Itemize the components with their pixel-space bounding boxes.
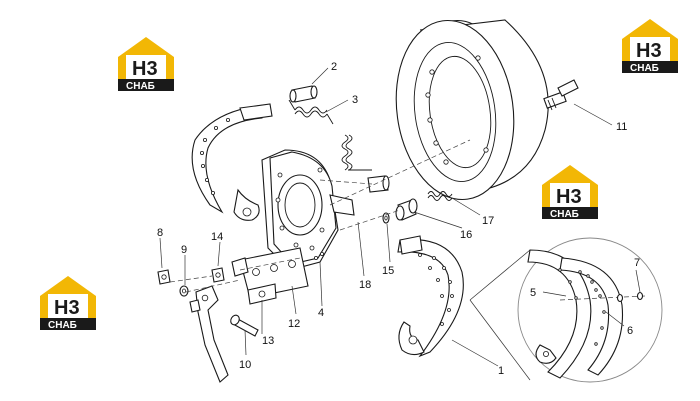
callout-4: 4 (318, 307, 324, 319)
callout-8: 8 (157, 227, 163, 239)
shoe-lining-rivets (199, 118, 230, 195)
lower-shoe-rivets (418, 253, 454, 326)
callout-16: 16 (460, 229, 472, 241)
callout-10: 10 (239, 359, 251, 371)
wheel-stud (543, 79, 579, 111)
logo-mark: H3 (54, 297, 80, 319)
callout-2: 2 (331, 61, 337, 73)
lower-brake-shoe (397, 235, 464, 358)
logo-mark: H3 (132, 58, 158, 80)
callout-labels: 2 3 11 8 9 14 10 13 12 4 18 15 16 17 1 5… (157, 61, 640, 377)
washer-9 (179, 285, 189, 297)
callout-18: 18 (359, 279, 371, 291)
callout-13: 13 (262, 335, 274, 347)
callout-1: 1 (498, 365, 504, 377)
watermark-logo-top-left: H3 СНАБ (118, 37, 174, 92)
callout-11: 11 (616, 121, 627, 133)
leader-lines (159, 67, 641, 367)
inset-rivets (558, 268, 606, 346)
callout-15: 15 (382, 265, 394, 277)
callout-5: 5 (530, 287, 536, 299)
hold-down-spring (341, 134, 372, 171)
watermark-logo-top-right: H3 СНАБ (622, 19, 678, 74)
callout-17: 17 (482, 215, 494, 227)
upper-brake-shoe (191, 103, 273, 221)
bushing-16 (395, 198, 418, 221)
watermark-logo-bottom-left: H3 СНАБ (40, 276, 96, 331)
assembly-axes (169, 139, 471, 293)
logo-mark: H3 (556, 186, 582, 208)
anchor-bracket (231, 247, 309, 305)
callout-3: 3 (352, 94, 358, 106)
parking-lever (189, 285, 229, 383)
drum-bolt-holes (425, 55, 489, 165)
backing-plate (261, 149, 355, 271)
bolt-13 (230, 314, 259, 337)
brake-drum (395, 19, 549, 201)
callout-9: 9 (181, 244, 187, 256)
nut-8 (157, 269, 171, 285)
logo-caption: СНАБ (48, 320, 77, 331)
washer-15 (382, 212, 390, 224)
logo-caption: СНАБ (126, 81, 155, 92)
return-spring (288, 99, 334, 125)
nut-14 (211, 267, 225, 283)
logo-mark: H3 (636, 40, 662, 62)
spring-17 (427, 191, 453, 201)
logo-caption: СНАБ (630, 63, 659, 74)
callout-12: 12 (288, 318, 300, 330)
logo-caption: СНАБ (550, 209, 579, 220)
callout-6: 6 (627, 325, 633, 337)
detail-inset (469, 237, 663, 383)
adjuster-pin (289, 85, 318, 103)
callout-7: 7 (634, 257, 640, 269)
watermark-logo-middle-right: H3 СНАБ (542, 165, 598, 220)
callout-14: 14 (211, 231, 223, 243)
